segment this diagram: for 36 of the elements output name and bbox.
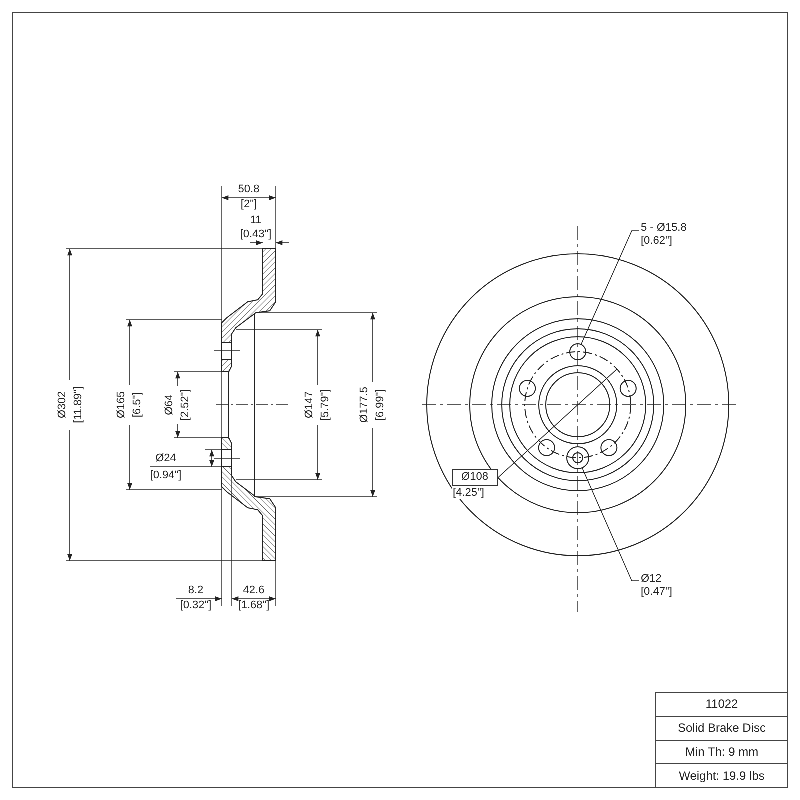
leader-line	[498, 368, 618, 478]
dimension-text: 42.6	[243, 586, 265, 596]
boxed-dimension: Ø108	[452, 469, 498, 486]
bolt-hole	[570, 344, 586, 360]
dimension-text: Ø302	[58, 392, 68, 418]
dimension-text: 50.8	[238, 184, 260, 196]
dimension-text: [6.5"]	[132, 392, 144, 418]
dimension-text: 11	[250, 216, 262, 226]
callout-text: [0.62"]	[640, 236, 674, 247]
title-block-cell-text: Weight: 19.9 lbs	[678, 768, 766, 786]
dimension-text: [0.94"]	[150, 470, 182, 482]
dimension-text: [5.79"]	[320, 389, 332, 421]
callout-text: [0.47"]	[640, 587, 674, 598]
dimension-text: [2.52"]	[180, 389, 192, 421]
callout-text: Ø12	[640, 574, 663, 585]
dimension-text: 8.2	[188, 586, 204, 596]
dimension-text: Ø177.5	[360, 386, 370, 424]
leader-line	[582, 468, 640, 582]
locating-hole	[566, 446, 590, 470]
dimension-text: Ø64	[164, 394, 176, 416]
pitch-circle	[524, 352, 632, 458]
dimension-text: Ø24	[156, 454, 176, 464]
dimension-text: [1.68"]	[238, 600, 270, 612]
title-block-cell: 11022	[656, 693, 788, 717]
callout-text: 5 - Ø15.8	[640, 223, 688, 234]
dimension-text: [0.32"]	[180, 600, 212, 612]
dimension-text: [6.99"]	[376, 389, 386, 421]
dimension-text: Ø147	[304, 392, 316, 418]
dimension-text: [2"]	[240, 200, 258, 210]
callout-text: [4.25"]	[452, 488, 486, 499]
dimension-text: [11.89"]	[74, 386, 84, 424]
dimension-text: Ø165	[116, 392, 128, 418]
title-block-cell: Solid Brake Disc	[656, 716, 788, 740]
dimension-text: [0.43"]	[240, 230, 272, 240]
leader-line	[580, 230, 640, 346]
title-block-cell: Min Th: 9 mm	[656, 740, 788, 764]
